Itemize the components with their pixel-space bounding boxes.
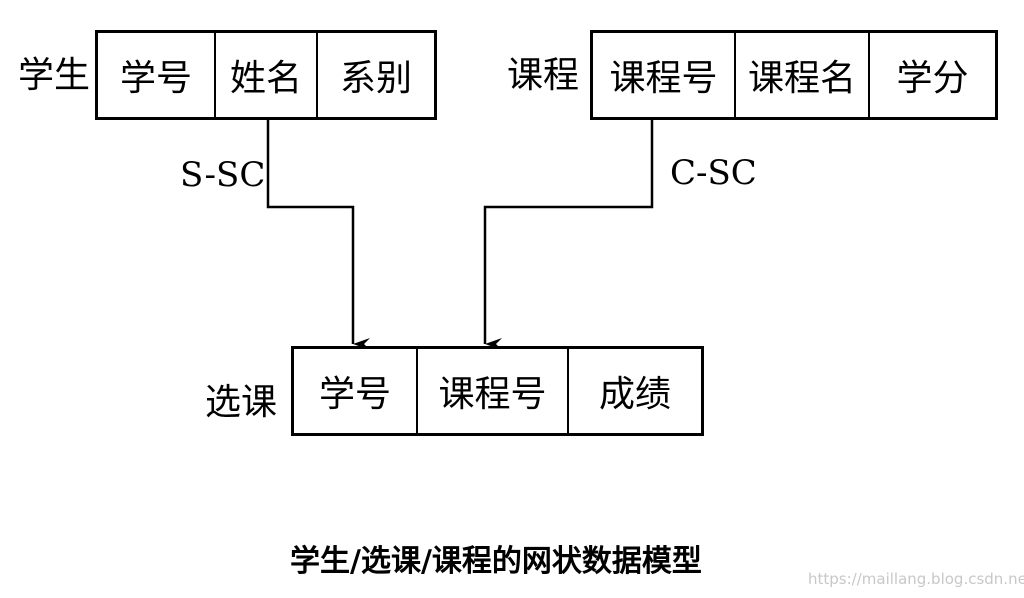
student-entity-name: 学生 (18, 55, 91, 96)
enrollment-field-course-id: 课程号 (418, 349, 569, 433)
student-field-id: 学号 (98, 33, 216, 117)
enrollment-record-box: 学号 课程号 成绩 (291, 346, 704, 436)
course-record-box: 课程号 课程名 学分 (590, 30, 998, 120)
c-sc-connector (483, 118, 654, 350)
student-field-dept: 系别 (339, 58, 412, 99)
course-field-credit: 学分 (896, 58, 969, 99)
course-entity-name: 课程 (507, 55, 580, 96)
c-sc-label: C-SC (670, 153, 757, 193)
course-field-id: 课程号 (593, 33, 736, 117)
enrollment-field-student-id: 学号 (294, 349, 418, 433)
student-record-box: 学号 姓名 系别 (95, 30, 437, 120)
course-field-name: 课程名 (736, 33, 870, 117)
enrollment-entity-name: 选课 (205, 382, 278, 423)
s-sc-connector (266, 118, 370, 350)
student-field-name: 姓名 (216, 33, 318, 117)
enrollment-field-grade: 成绩 (598, 374, 671, 415)
diagram-caption: 学生/选课/课程的网状数据模型 (290, 544, 702, 579)
watermark-text: https://maillang.blog.csdn.net (808, 570, 1024, 588)
s-sc-label: S-SC (180, 155, 266, 195)
